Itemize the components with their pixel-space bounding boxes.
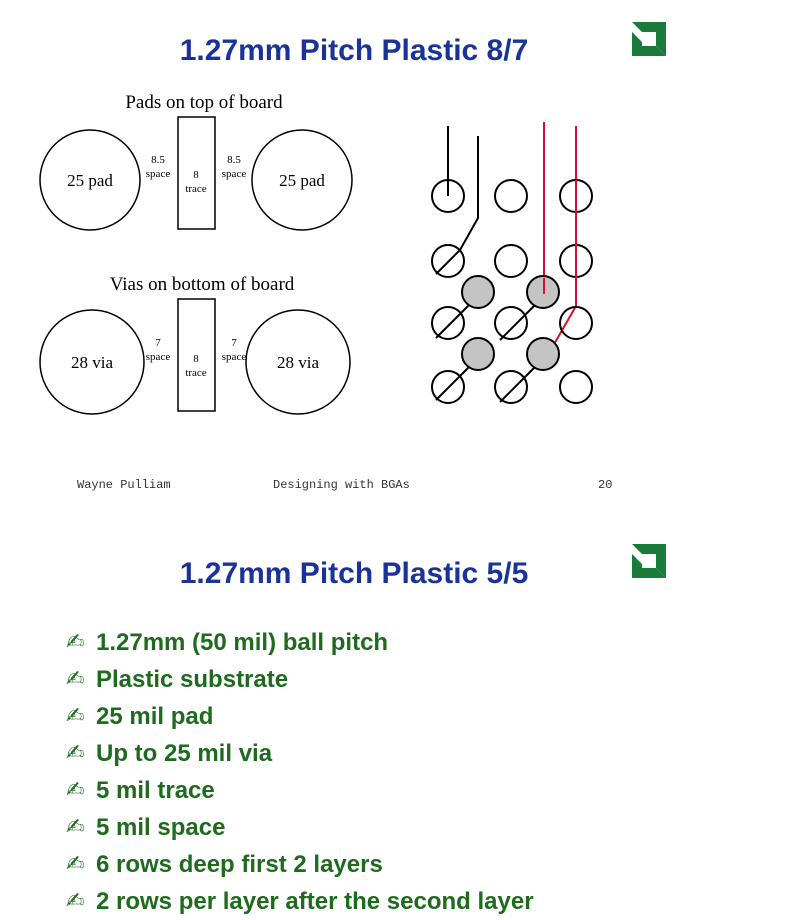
bullet-item: ✍ 1.27mm (50 mil) ball pitch bbox=[66, 624, 534, 661]
ball-pad bbox=[431, 370, 465, 404]
bullet-item: ✍ 5 mil trace bbox=[66, 772, 534, 809]
left-pad-label: 25 pad bbox=[67, 171, 113, 190]
amd-logo-icon bbox=[632, 544, 666, 578]
right-pad bbox=[251, 129, 353, 231]
right-via-space-label: space bbox=[222, 351, 247, 363]
ball-pad bbox=[494, 306, 528, 340]
bullet-item: ✍ 5 mil space bbox=[66, 809, 534, 846]
bullet-text: 5 mil space bbox=[96, 813, 226, 841]
slide2-title: 1.27mm Pitch Plastic 5/5 bbox=[179, 557, 529, 590]
ball-pad bbox=[494, 244, 528, 278]
ball-pad bbox=[431, 306, 465, 340]
right-pad-space-value: 8.5 bbox=[227, 154, 241, 166]
writing-hand-icon: ✍ bbox=[66, 704, 85, 729]
writing-hand-icon: ✍ bbox=[66, 741, 85, 766]
pad-clearance-diagram: Pads on top of board 25 pad 8.5 space 8 … bbox=[39, 92, 353, 415]
filled-via-4 bbox=[526, 337, 560, 371]
ball-pad bbox=[431, 244, 465, 278]
vias-heading: Vias on bottom of board bbox=[110, 274, 295, 295]
writing-hand-icon: ✍ bbox=[66, 630, 85, 655]
via-trace-value: 8 bbox=[193, 353, 199, 365]
left-pad bbox=[39, 129, 141, 231]
left-via-space-label: space bbox=[146, 351, 171, 363]
footer-author: Wayne Pulliam bbox=[77, 478, 171, 492]
writing-hand-icon: ✍ bbox=[66, 778, 85, 803]
pad-trace-label: trace bbox=[185, 183, 206, 195]
right-pad-label: 25 pad bbox=[279, 171, 325, 190]
left-via bbox=[39, 309, 145, 415]
via-trace bbox=[177, 298, 216, 412]
bga-routing-diagram bbox=[431, 122, 593, 404]
right-pad-space-label: space bbox=[222, 168, 247, 180]
left-pad-space-label: space bbox=[146, 168, 171, 180]
pad-trace bbox=[177, 116, 216, 230]
left-via-label: 28 via bbox=[71, 353, 113, 372]
bullet-text: Plastic substrate bbox=[96, 665, 289, 693]
ball-pad bbox=[559, 370, 593, 404]
slide1-title: 1.27mm Pitch Plastic 8/7 bbox=[179, 34, 529, 67]
ball-pad bbox=[494, 370, 528, 404]
ball-pad bbox=[559, 306, 593, 340]
pads-heading: Pads on top of board bbox=[125, 92, 283, 113]
left-via-space-value: 7 bbox=[155, 337, 161, 349]
bullet-item: ✍ 2 rows per layer after the second layer bbox=[66, 883, 534, 920]
writing-hand-icon: ✍ bbox=[66, 815, 85, 840]
writing-hand-icon: ✍ bbox=[66, 667, 85, 692]
left-pad-space-value: 8.5 bbox=[151, 154, 165, 166]
writing-hand-icon: ✍ bbox=[66, 852, 85, 877]
bullet-item: ✍ Plastic substrate bbox=[66, 661, 534, 698]
bullet-text: Up to 25 mil via bbox=[96, 739, 273, 767]
bullet-text: 5 mil trace bbox=[96, 776, 215, 804]
bullet-item: ✍ 6 rows deep first 2 layers bbox=[66, 846, 534, 883]
footer-page-number: 20 bbox=[598, 478, 613, 492]
right-via-space-value: 7 bbox=[231, 337, 237, 349]
bullet-list: ✍ 1.27mm (50 mil) ball pitch ✍ Plastic sub… bbox=[66, 624, 534, 920]
bullet-text: 6 rows deep first 2 layers bbox=[96, 850, 383, 878]
amd-logo-icon bbox=[632, 22, 666, 56]
bullet-text: 25 mil pad bbox=[96, 702, 214, 730]
via-trace-label: trace bbox=[185, 367, 206, 379]
filled-via-1 bbox=[461, 275, 495, 309]
route-2 bbox=[459, 136, 479, 251]
bullet-text: 2 rows per layer after the second layer bbox=[96, 887, 534, 915]
right-via bbox=[245, 309, 351, 415]
writing-hand-icon: ✍ bbox=[66, 889, 85, 914]
bullet-text: 1.27mm (50 mil) ball pitch bbox=[96, 628, 389, 656]
bullet-item: ✍ Up to 25 mil via bbox=[66, 735, 534, 772]
ball-pad bbox=[431, 179, 465, 213]
ball-pad bbox=[494, 179, 528, 213]
bullet-item: ✍ 25 mil pad bbox=[66, 698, 534, 735]
filled-via-3 bbox=[461, 337, 495, 371]
pad-trace-value: 8 bbox=[193, 169, 199, 181]
footer-course: Designing with BGAs bbox=[273, 478, 410, 492]
right-via-label: 28 via bbox=[277, 353, 319, 372]
